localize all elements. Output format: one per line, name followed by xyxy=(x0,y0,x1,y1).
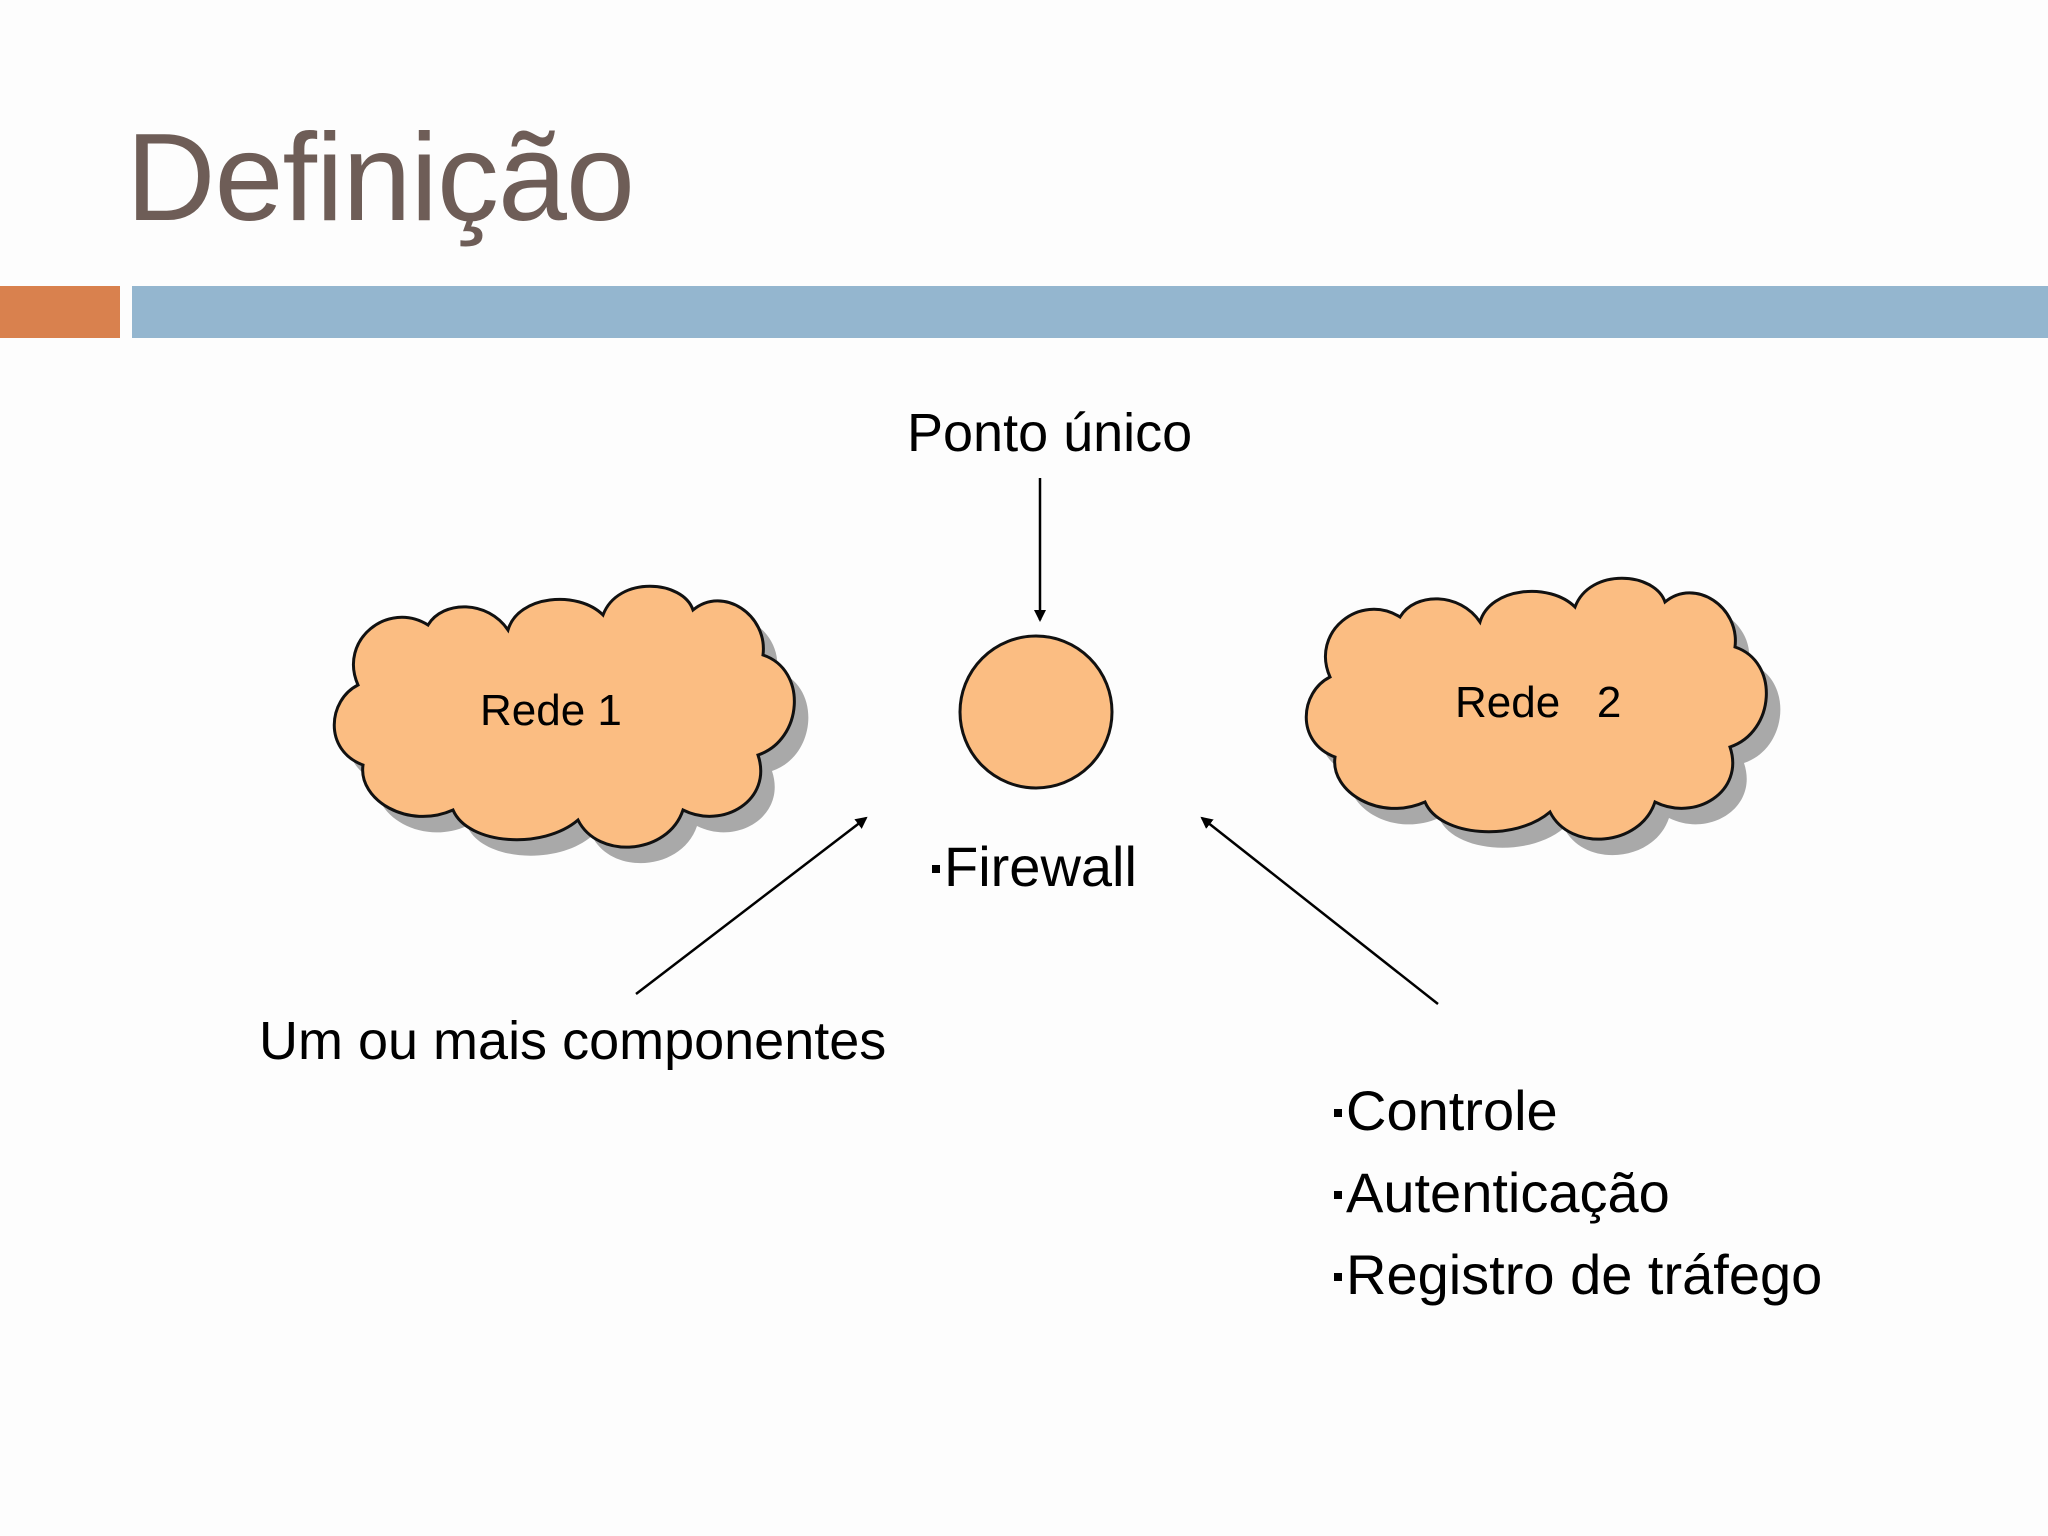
title-accent-bar xyxy=(0,286,120,338)
single-point-label: Ponto único xyxy=(907,403,1193,463)
functions-list: Controle Autenticação Registro de tráfeg… xyxy=(1334,1070,1822,1316)
bullet-square-icon xyxy=(932,865,940,874)
network-1-label: Rede 1 xyxy=(480,686,622,735)
firewall-label-text: Firewall xyxy=(944,835,1137,898)
bullet-square-icon xyxy=(1334,1109,1342,1118)
bullet-square-icon xyxy=(1334,1191,1342,1200)
function-label: Autenticação xyxy=(1346,1161,1670,1224)
firewall-label: Firewall xyxy=(932,834,1137,899)
list-item: Controle xyxy=(1334,1070,1822,1152)
list-item: Registro de tráfego xyxy=(1334,1234,1822,1316)
firewall-node xyxy=(958,634,1114,790)
network-2-label: Rede 2 xyxy=(1455,678,1622,727)
function-label: Controle xyxy=(1346,1079,1558,1142)
bullet-square-icon xyxy=(1334,1273,1342,1282)
components-label: Um ou mais componentes xyxy=(259,1011,887,1071)
slide-title: Definição xyxy=(126,109,635,247)
title-divider-bar xyxy=(132,286,2048,338)
arrow-functions xyxy=(1200,816,1439,1005)
arrow-components xyxy=(635,816,868,995)
function-label: Registro de tráfego xyxy=(1346,1243,1823,1306)
list-item: Autenticação xyxy=(1334,1152,1822,1234)
